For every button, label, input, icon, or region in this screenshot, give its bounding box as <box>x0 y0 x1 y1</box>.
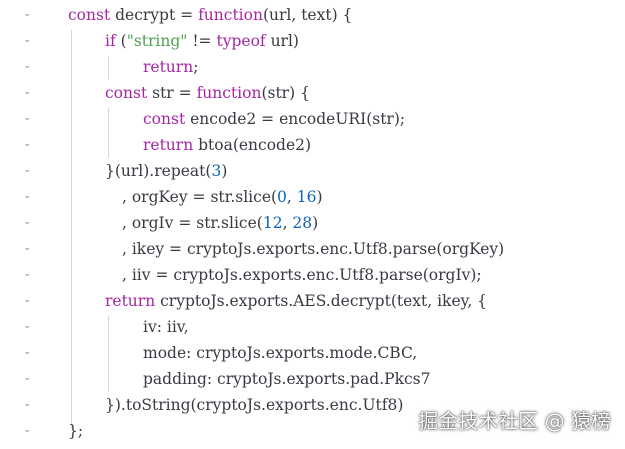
diff-marker: - <box>23 423 32 439</box>
code-token: , <box>286 188 297 206</box>
code-text: , iiv = cryptoJs.exports.enc.Utf8.parse(… <box>122 262 482 288</box>
code-line: - padding: cryptoJs.exports.pad.Pkcs7 <box>0 366 625 392</box>
code-token: ( <box>115 32 127 50</box>
code-line: - return; <box>0 54 625 80</box>
code-text: return cryptoJs.exports.AES.decrypt(text… <box>105 288 487 314</box>
code-text: }(url).repeat(3) <box>105 158 227 184</box>
indent-guide <box>108 108 109 158</box>
code-token: (url, text) { <box>262 6 353 24</box>
diff-marker: - <box>23 215 32 231</box>
code-line: - const decrypt = function(url, text) { <box>0 2 625 28</box>
diff-marker: - <box>23 397 32 413</box>
indent-guide <box>108 56 109 80</box>
code-token: , orgIv = str.slice( <box>122 214 263 232</box>
code-text: , ikey = cryptoJs.exports.enc.Utf8.parse… <box>122 236 504 262</box>
diff-marker: - <box>23 241 32 257</box>
code-keyword: return <box>143 136 194 154</box>
code-token: encode2 = encodeURI(str); <box>185 110 406 128</box>
code-token: ) <box>316 188 323 206</box>
diff-marker: - <box>23 371 32 387</box>
code-token: btoa(encode2) <box>193 136 312 154</box>
code-keyword: return <box>105 292 156 310</box>
diff-marker: - <box>23 189 32 205</box>
diff-marker: - <box>23 345 32 361</box>
code-token: , ikey = cryptoJs.exports.enc.Utf8.parse… <box>122 240 505 258</box>
code-number: 16 <box>296 188 317 206</box>
code-token: }; <box>68 422 84 440</box>
code-number: 12 <box>262 214 283 232</box>
code-token: , <box>282 214 293 232</box>
diff-marker: - <box>23 163 32 179</box>
indent-guide <box>108 316 109 392</box>
diff-marker: - <box>23 267 32 283</box>
watermark: 掘金技术社区 @ 猿榜 <box>418 409 611 433</box>
code-token: , orgKey = str.slice( <box>122 188 278 206</box>
code-token: str = <box>147 84 197 102</box>
diff-marker: - <box>23 7 32 23</box>
code-number: 3 <box>211 162 222 180</box>
code-text: , orgKey = str.slice(0, 16) <box>122 184 323 210</box>
diff-marker: - <box>23 137 32 153</box>
diff-marker: - <box>23 59 32 75</box>
code-token: != <box>187 32 217 50</box>
code-line: - , ikey = cryptoJs.exports.enc.Utf8.par… <box>0 236 625 262</box>
code-keyword: const <box>105 84 148 102</box>
code-text: const encode2 = encodeURI(str); <box>143 106 405 132</box>
code-token: ) <box>312 214 319 232</box>
code-text: }).toString(cryptoJs.exports.enc.Utf8) <box>105 392 403 418</box>
code-keyword: if <box>105 32 116 50</box>
code-text: mode: cryptoJs.exports.mode.CBC, <box>143 340 417 366</box>
code-line: - mode: cryptoJs.exports.mode.CBC, <box>0 340 625 366</box>
code-line: - return cryptoJs.exports.AES.decrypt(te… <box>0 288 625 314</box>
code-line: - , iiv = cryptoJs.exports.enc.Utf8.pars… <box>0 262 625 288</box>
code-keyword: return <box>143 58 194 76</box>
diff-marker: - <box>23 85 32 101</box>
code-line: - }).toString(cryptoJs.exports.enc.Utf8) <box>0 392 625 418</box>
code-text: if ("string" != typeof url) <box>105 28 299 54</box>
code-token: }).toString(cryptoJs.exports.enc.Utf8) <box>105 396 404 414</box>
code-text: }; <box>68 418 83 444</box>
code-number: 0 <box>277 188 287 206</box>
code-token: ) <box>221 162 228 180</box>
code-keyword: const <box>68 6 111 24</box>
code-keyword: function <box>198 6 263 24</box>
diff-marker: - <box>23 319 32 335</box>
code-line: - , orgIv = str.slice(12, 28) <box>0 210 625 236</box>
code-token: iv: iiv, <box>143 318 189 336</box>
code-keyword: typeof <box>216 32 266 50</box>
code-number: 28 <box>292 214 313 232</box>
indent-guide <box>71 30 72 428</box>
code-line: - if ("string" != typeof url) <box>0 28 625 54</box>
code-keyword: function <box>196 84 262 102</box>
code-token: }(url).repeat( <box>105 162 212 180</box>
diff-marker: - <box>23 293 32 309</box>
code-token: url) <box>265 32 299 50</box>
code-text: , orgIv = str.slice(12, 28) <box>122 210 318 236</box>
code-text: const decrypt = function(url, text) { <box>68 2 352 28</box>
code-line: - return btoa(encode2) <box>0 132 625 158</box>
code-line: - const encode2 = encodeURI(str); <box>0 106 625 132</box>
diff-marker: - <box>23 111 32 127</box>
code-line: - }(url).repeat(3) <box>0 158 625 184</box>
code-token: padding: cryptoJs.exports.pad.Pkcs7 <box>143 370 431 388</box>
code-token: cryptoJs.exports.AES.decrypt(text, ikey,… <box>155 292 488 310</box>
code-text: iv: iiv, <box>143 314 189 340</box>
code-token: decrypt = <box>110 6 199 24</box>
code-text: const str = function(str) { <box>105 80 310 106</box>
code-token: , iiv = cryptoJs.exports.enc.Utf8.parse(… <box>122 266 482 284</box>
code-line: - }; <box>0 418 625 444</box>
code-keyword: const <box>143 110 186 128</box>
code-text: return; <box>143 54 198 80</box>
code-token: (str) { <box>261 84 310 102</box>
code-line: - , orgKey = str.slice(0, 16) <box>0 184 625 210</box>
code-line: - const str = function(str) { <box>0 80 625 106</box>
code-line: - iv: iiv, <box>0 314 625 340</box>
code-token: mode: cryptoJs.exports.mode.CBC, <box>143 344 418 362</box>
code-token: ; <box>193 58 199 76</box>
diff-marker: - <box>23 33 32 49</box>
code-text: padding: cryptoJs.exports.pad.Pkcs7 <box>143 366 430 392</box>
code-text: return btoa(encode2) <box>143 132 311 158</box>
code-string: "string" <box>126 32 188 50</box>
